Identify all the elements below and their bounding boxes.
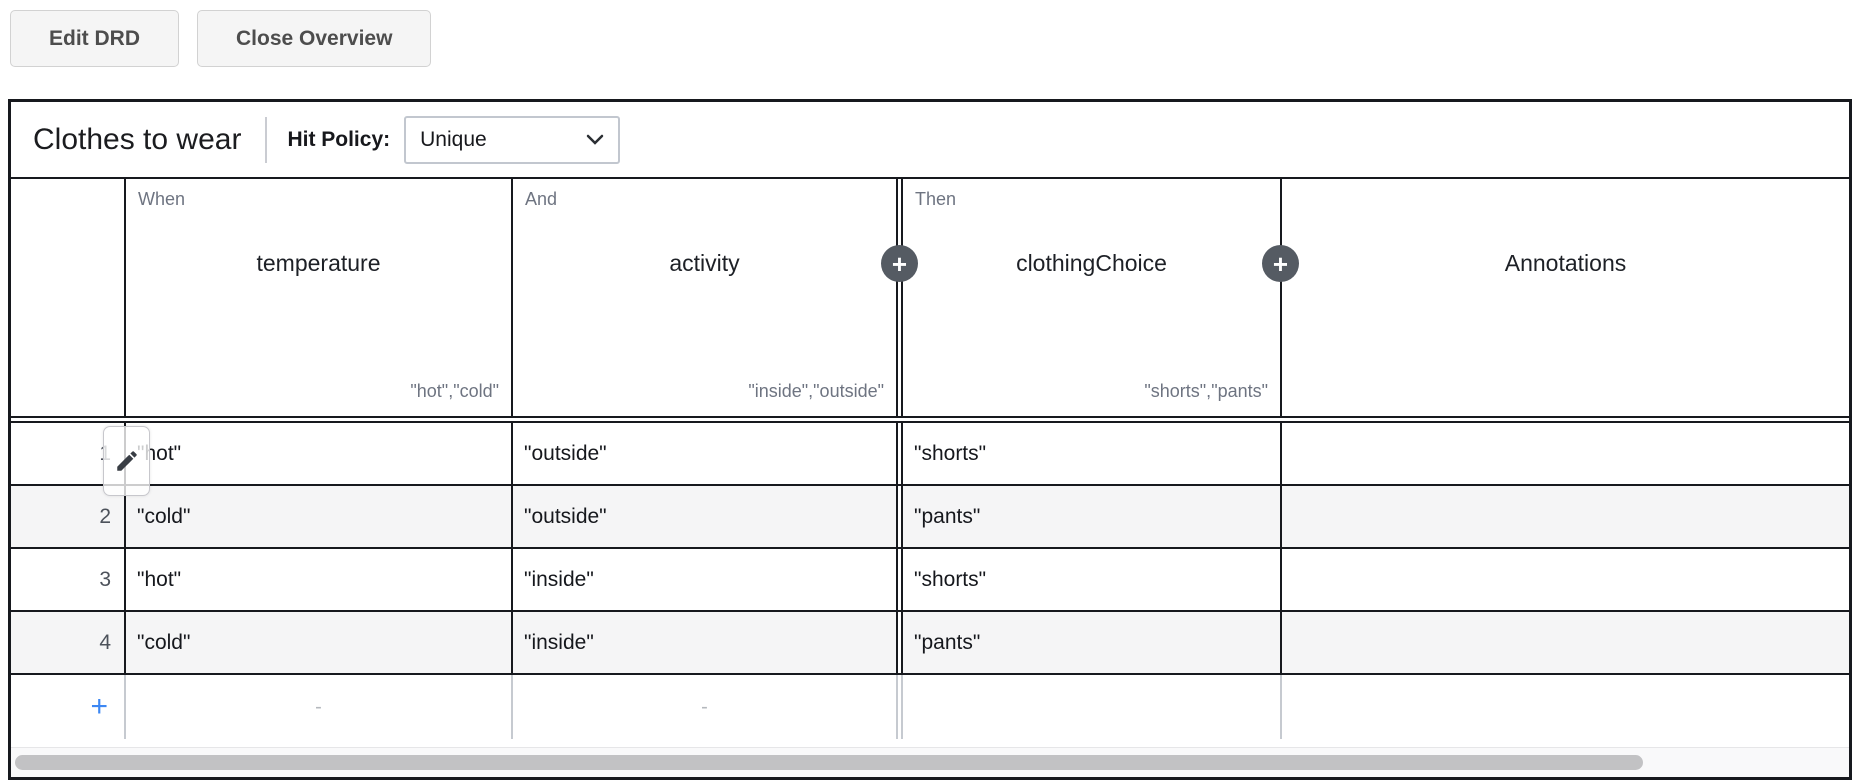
new-rule-placeholder-cell[interactable] bbox=[903, 675, 1282, 739]
rule-row: 3 "hot" "inside" "shorts" bbox=[11, 549, 1849, 612]
column-rule-label: When bbox=[138, 189, 186, 209]
table-header-row: When temperature "hot","cold" And activi… bbox=[11, 177, 1849, 418]
horizontal-scrollbar[interactable] bbox=[11, 747, 1849, 777]
hit-policy-label: Hit Policy: bbox=[287, 127, 391, 151]
annotation-cell[interactable] bbox=[1282, 612, 1849, 673]
column-name: Annotations bbox=[1504, 250, 1627, 276]
rule-number-cell[interactable]: 4 bbox=[11, 612, 126, 673]
output-cell-clothing-choice[interactable]: "shorts" bbox=[903, 423, 1282, 484]
new-rule-placeholder-cell[interactable]: - bbox=[126, 675, 513, 739]
input-cell-activity[interactable]: "outside" bbox=[524, 441, 607, 465]
add-rule-button[interactable]: + bbox=[11, 675, 126, 739]
column-allowed-values: "inside","outside" bbox=[748, 381, 884, 401]
column-name: activity bbox=[669, 250, 740, 276]
decision-table-titlebar: Clothes to wear Hit Policy: Unique bbox=[11, 102, 1849, 177]
column-allowed-values: "hot","cold" bbox=[410, 381, 499, 401]
input-cell-activity[interactable]: "inside" bbox=[524, 567, 594, 591]
edit-drd-button[interactable]: Edit DRD bbox=[10, 10, 179, 67]
plus-icon: + bbox=[1272, 248, 1289, 279]
toolbar: Edit DRD Close Overview bbox=[10, 10, 432, 67]
plus-icon: + bbox=[90, 690, 108, 723]
rule-row: 4 "cold" "inside" "pants" bbox=[11, 612, 1849, 675]
new-rule-placeholder-cell[interactable] bbox=[1282, 675, 1849, 739]
input-output-separator bbox=[896, 675, 903, 739]
annotation-cell[interactable] bbox=[1282, 549, 1849, 610]
chevron-down-icon bbox=[586, 134, 604, 145]
column-name: temperature bbox=[256, 250, 381, 276]
rule-row: 1 "hot" "outside" "shorts" bbox=[11, 423, 1849, 486]
add-output-column-button[interactable]: + bbox=[1262, 245, 1299, 282]
decision-table-container: Clothes to wear Hit Policy: Unique When … bbox=[8, 99, 1852, 780]
column-rule-label: Then bbox=[915, 189, 957, 209]
column-header-annotations[interactable]: Annotations bbox=[1282, 179, 1849, 416]
placeholder-dash: - bbox=[701, 695, 708, 718]
add-rule-row: + - - bbox=[11, 675, 1849, 739]
hit-policy-selected-value: Unique bbox=[420, 127, 487, 151]
column-header-activity[interactable]: And activity "inside","outside" bbox=[513, 179, 896, 416]
rule-number-header-cell bbox=[11, 179, 126, 416]
column-rule-label: And bbox=[525, 189, 558, 209]
input-output-separator bbox=[896, 612, 903, 673]
add-input-column-button[interactable]: + bbox=[881, 245, 918, 282]
header-body-double-border-gap bbox=[11, 418, 1849, 421]
title-divider bbox=[265, 116, 268, 163]
annotation-cell[interactable] bbox=[1282, 486, 1849, 547]
scrollbar-thumb[interactable] bbox=[15, 755, 1643, 770]
input-cell-temperature[interactable]: "cold" bbox=[126, 612, 513, 673]
table-body: 1 "hot" "outside" "shorts" 2 "cold" "out… bbox=[11, 421, 1849, 675]
input-cell-temperature[interactable]: "hot" bbox=[126, 549, 513, 610]
input-output-separator bbox=[896, 179, 903, 416]
output-cell-clothing-choice[interactable]: "pants" bbox=[903, 486, 1282, 547]
placeholder-dash: - bbox=[315, 695, 322, 718]
decision-table-title[interactable]: Clothes to wear bbox=[33, 122, 242, 156]
hit-policy-select[interactable]: Unique bbox=[404, 115, 621, 164]
input-output-separator bbox=[896, 423, 903, 484]
rule-row: 2 "cold" "outside" "pants" bbox=[11, 486, 1849, 549]
annotation-cell[interactable] bbox=[1282, 423, 1849, 484]
column-allowed-values: "shorts","pants" bbox=[1144, 381, 1268, 401]
edit-rule-button[interactable] bbox=[103, 426, 150, 496]
output-cell-clothing-choice[interactable]: "pants" bbox=[903, 612, 1282, 673]
column-header-clothing-choice[interactable]: Then clothingChoice "shorts","pants" bbox=[903, 179, 1282, 416]
rule-number-cell[interactable]: 3 bbox=[11, 549, 126, 610]
input-cell-activity[interactable]: "outside" bbox=[524, 504, 607, 528]
rule-number-cell[interactable]: 2 bbox=[11, 486, 126, 547]
input-output-separator bbox=[896, 486, 903, 547]
pencil-icon bbox=[116, 451, 137, 471]
input-output-separator bbox=[896, 549, 903, 610]
column-name: clothingChoice bbox=[1016, 250, 1167, 276]
input-cell-temperature[interactable]: "hot" bbox=[126, 423, 513, 484]
input-cell-temperature[interactable]: "cold" bbox=[126, 486, 513, 547]
new-rule-placeholder-cell[interactable]: - bbox=[513, 675, 896, 739]
close-overview-button[interactable]: Close Overview bbox=[197, 10, 432, 67]
column-header-temperature[interactable]: When temperature "hot","cold" bbox=[126, 179, 513, 416]
input-cell-activity[interactable]: "inside" bbox=[524, 630, 594, 654]
plus-icon: + bbox=[891, 248, 908, 279]
output-cell-clothing-choice[interactable]: "shorts" bbox=[903, 549, 1282, 610]
